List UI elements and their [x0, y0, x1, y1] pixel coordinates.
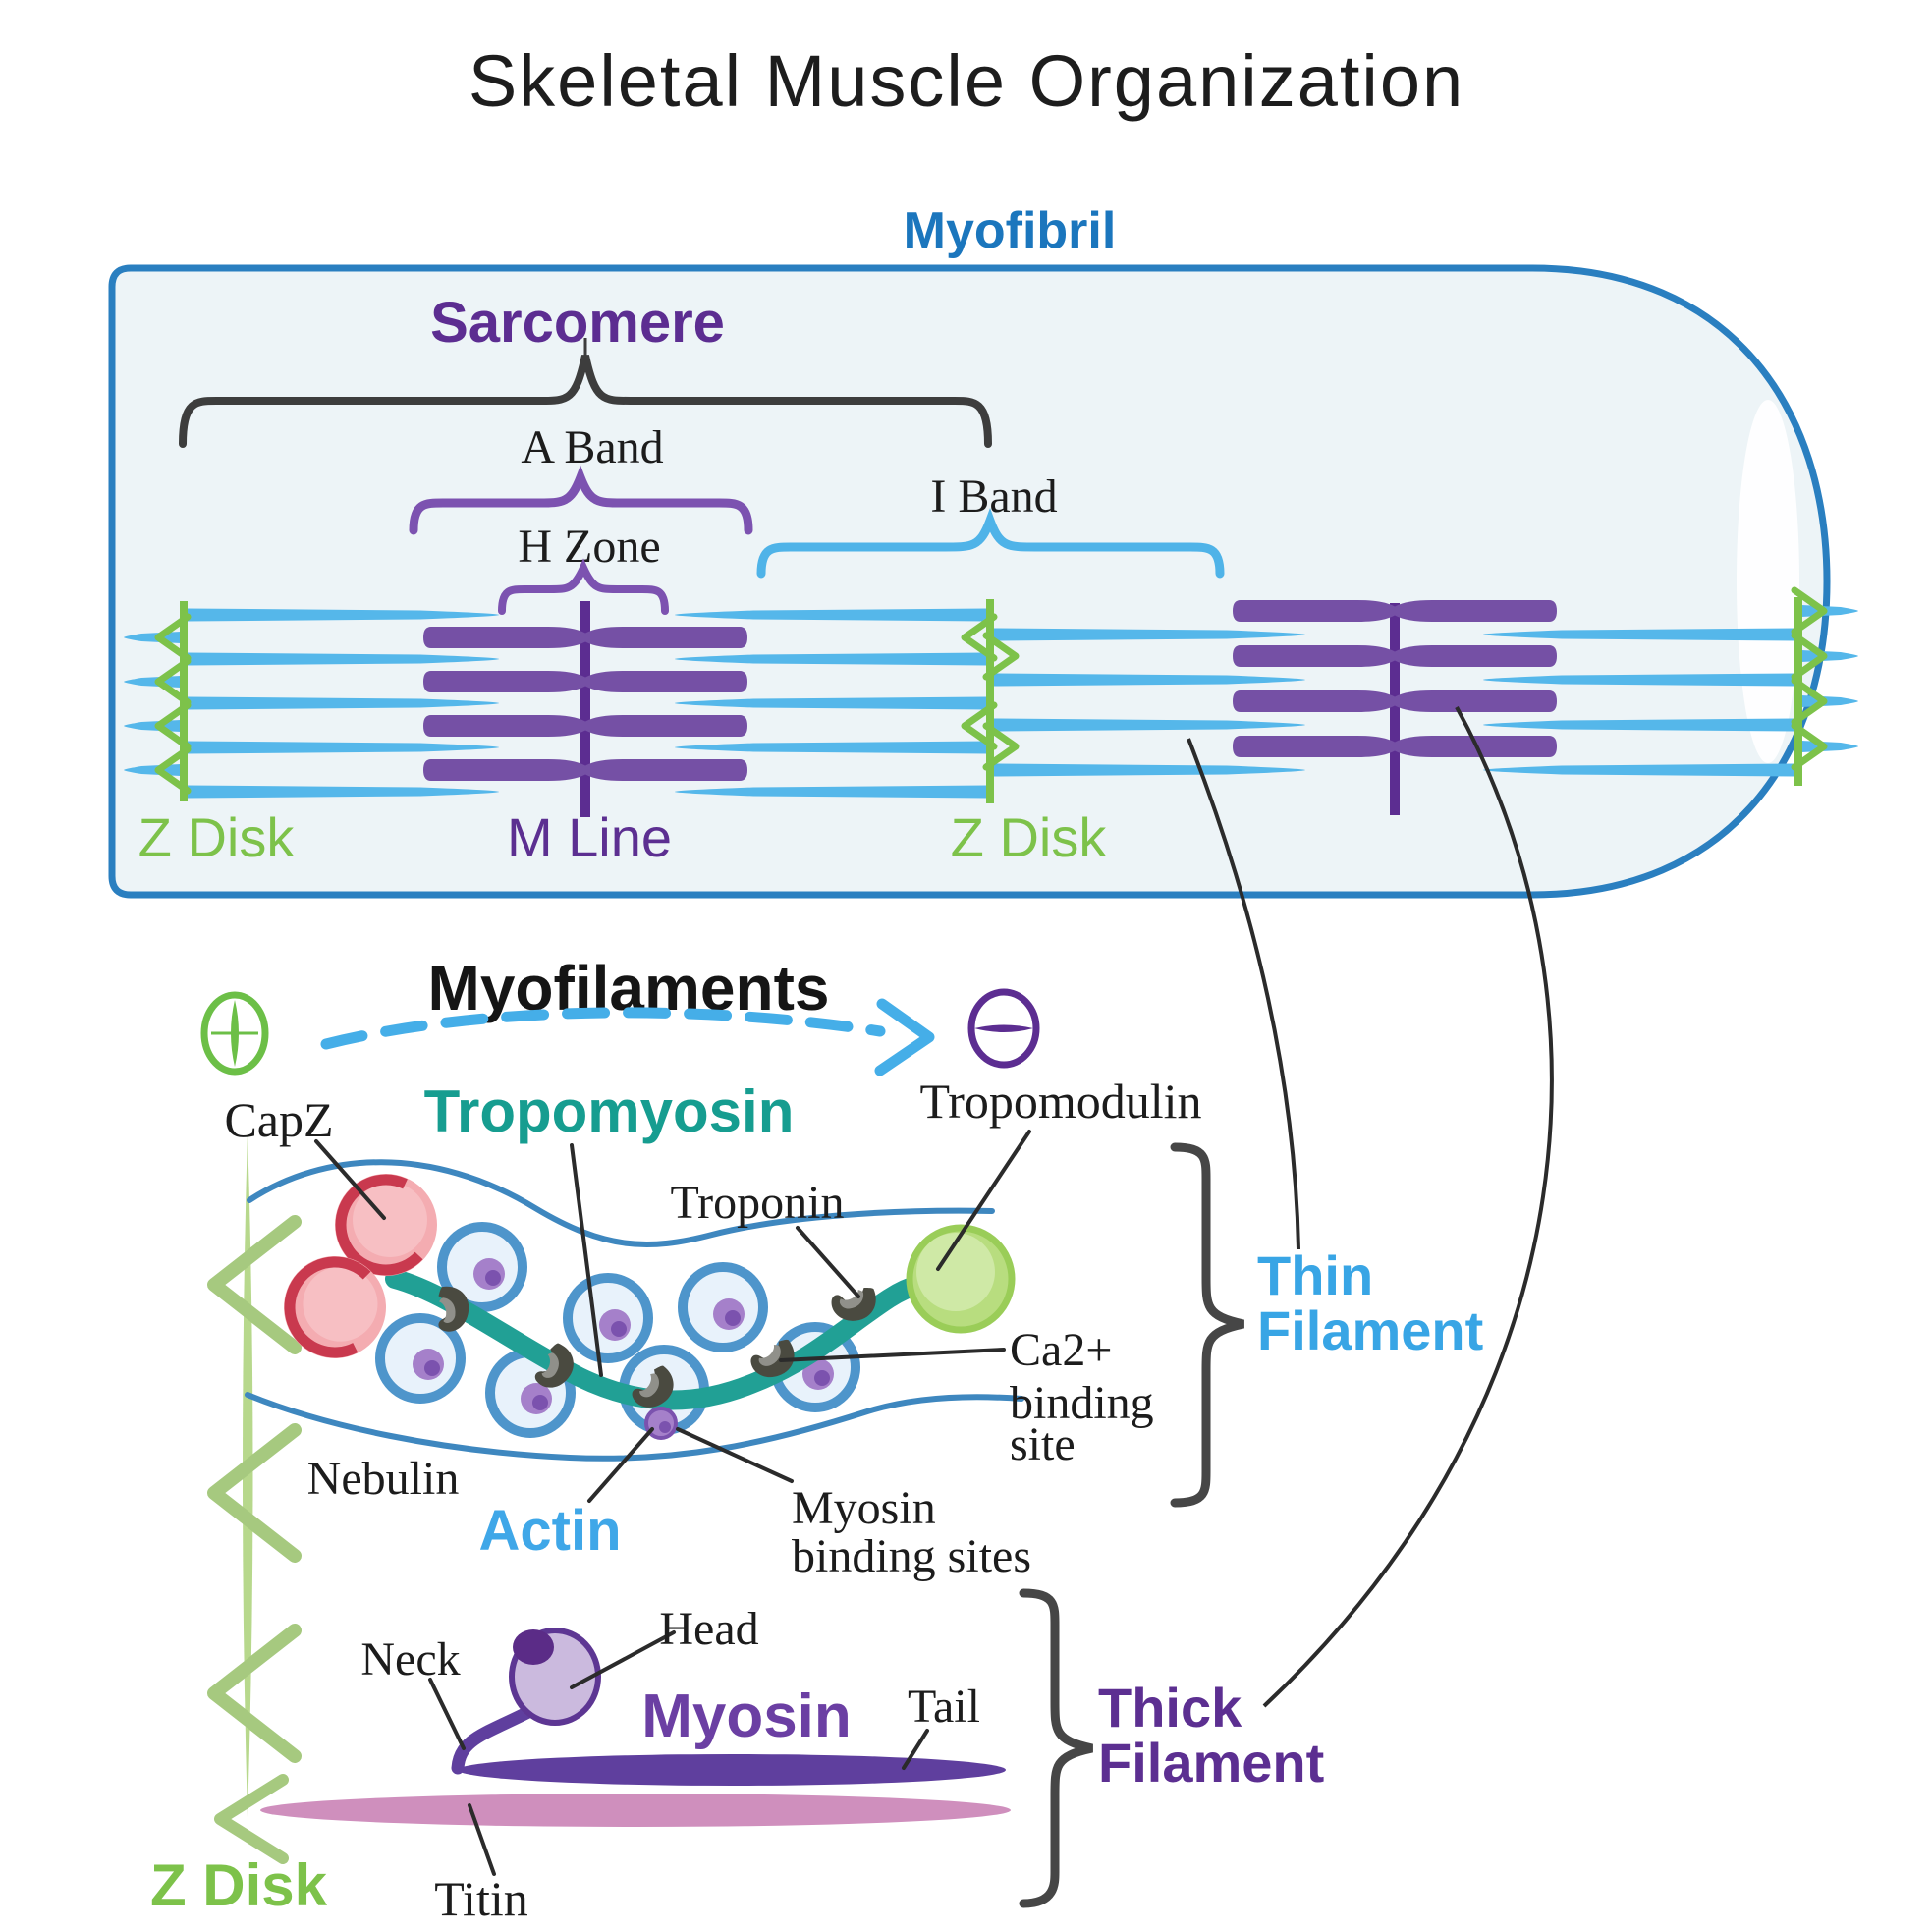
head-leader	[570, 1630, 676, 1689]
thin-filament-label: Thin Filament	[1257, 1244, 1483, 1361]
z-disk-bottom-label: Z Disk	[150, 1852, 328, 1918]
z-disk-structure	[207, 1132, 302, 1864]
thin-filament-line1: Thin	[1257, 1244, 1373, 1306]
m-line-label: M Line	[507, 806, 672, 868]
myofilament-direction-arrow	[320, 998, 935, 1076]
myofibril-cylinder	[108, 264, 1831, 899]
arrowhead-icon	[874, 998, 935, 1076]
nebulin-strands	[245, 1159, 1024, 1462]
myosin-neck	[451, 1704, 537, 1775]
ca-binding-line3: site	[1010, 1418, 1076, 1470]
myosin-binding-site-marker	[644, 1407, 678, 1440]
h-zone-label: H Zone	[518, 521, 660, 573]
sarcomere-1	[124, 601, 991, 817]
page-title: Skeletal Muscle Organization	[469, 40, 1464, 122]
i-band-label: I Band	[930, 470, 1057, 523]
tail-label: Tail	[908, 1681, 980, 1733]
cylinder-body	[108, 264, 1831, 899]
myosin-molecule	[260, 1628, 1011, 1827]
ca-binding-line2: binding	[1010, 1377, 1154, 1429]
a-band-brace	[409, 465, 753, 535]
neck-leader	[428, 1678, 466, 1750]
i-band-brace	[756, 508, 1225, 579]
titin-label: Titin	[434, 1871, 527, 1926]
plus-end-icon	[200, 991, 269, 1076]
h-zone-brace	[498, 558, 669, 615]
tropomyosin-label: Tropomyosin	[424, 1078, 795, 1144]
head-label: Head	[659, 1603, 758, 1655]
nebulin-label: Nebulin	[307, 1453, 460, 1505]
tropomodulin-label: Tropomodulin	[919, 1074, 1201, 1129]
thick-filament-brace	[1019, 1588, 1093, 1908]
myosin-binding-line2: binding sites	[792, 1530, 1031, 1582]
myosin-tail	[458, 1754, 1006, 1786]
myosin-binding-line1: Myosin	[792, 1482, 936, 1534]
neck-label: Neck	[360, 1633, 460, 1685]
titin-strand	[260, 1794, 1011, 1827]
thick-filament-line1: Thick	[1098, 1677, 1242, 1739]
myosin-binding-leader	[676, 1427, 794, 1483]
troponin-leader	[796, 1226, 860, 1298]
thin-filament-brace	[1170, 1142, 1244, 1508]
leader-lines-thin-section	[314, 1130, 1031, 1503]
myofibril-label: Myofibril	[904, 202, 1117, 259]
troponin-label: Troponin	[671, 1177, 845, 1229]
thick-filament-connector	[1262, 706, 1554, 1708]
myosin-label: Myosin	[641, 1683, 852, 1750]
thin-filament-line2: Filament	[1257, 1299, 1483, 1361]
tail-leader	[902, 1729, 929, 1770]
sarcomere-2	[965, 590, 1858, 815]
capz-leader	[314, 1139, 386, 1220]
myosin-head-spot	[513, 1629, 554, 1665]
ca-binding-label: Ca2+ binding site	[1010, 1324, 1154, 1470]
sarcomere-annotation: Sarcomere A Band H Zone I Band	[179, 291, 1225, 615]
actin-leader	[587, 1427, 654, 1503]
titin-leader	[468, 1803, 496, 1876]
sarcomere-label: Sarcomere	[430, 291, 725, 355]
cylinder-highlight	[1737, 400, 1799, 763]
capz-label: CapZ	[224, 1092, 333, 1147]
tropomodulin-leader	[936, 1130, 1031, 1271]
z-disk-left-label: Z Disk	[138, 806, 296, 868]
tropomodulin-ball	[906, 1224, 1016, 1334]
tropomyosin-strand	[385, 1269, 955, 1410]
sarcomere-brace	[179, 355, 992, 448]
ca-binding-leader	[779, 1348, 1006, 1362]
actin-label: Actin	[479, 1499, 622, 1563]
myosin-binding-sites-label: Myosin binding sites	[792, 1482, 1031, 1582]
z-disk-right-label: Z Disk	[951, 806, 1108, 868]
minus-end-icon	[967, 988, 1040, 1069]
a-band-label: A Band	[521, 421, 663, 473]
tropomyosin-leader	[570, 1143, 603, 1377]
thin-filament-connector	[1187, 738, 1300, 1250]
thick-filament-label: Thick Filament	[1098, 1677, 1324, 1794]
thick-filament-line2: Filament	[1098, 1732, 1324, 1794]
leader-lines-myosin-section	[428, 1630, 929, 1876]
ca-binding-line1: Ca2+	[1010, 1324, 1112, 1376]
